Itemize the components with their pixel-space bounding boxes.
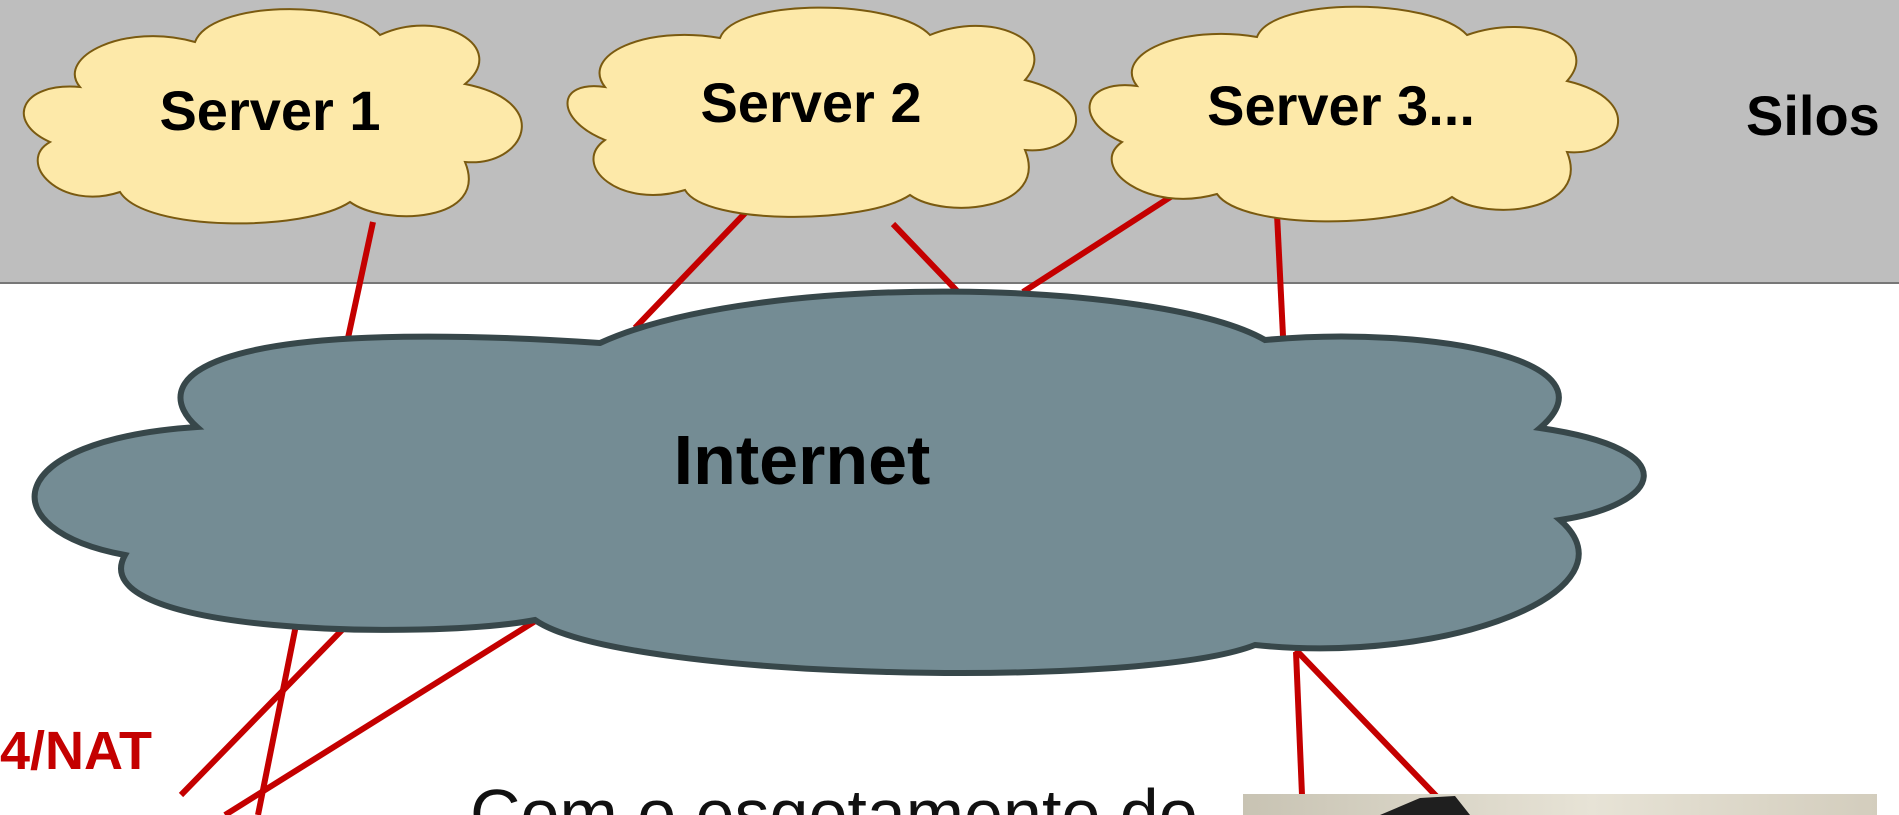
- server-1-label: Server 1: [159, 79, 380, 142]
- link-server3-internet-right: [1274, 213, 1286, 337]
- internet-cloud: Internet: [31, 288, 1647, 676]
- link-server1-internet: [345, 221, 376, 339]
- server-2-shape: [566, 6, 1078, 218]
- server-1-cloud: Server 1: [22, 8, 523, 225]
- link-server2-internet-left: [632, 207, 751, 331]
- server-3-label: Server 3...: [1207, 74, 1475, 137]
- server-1-shape: [22, 8, 523, 225]
- photo-dark-shape: [1380, 796, 1470, 815]
- server-2-label: Server 2: [700, 71, 921, 134]
- photo-thumbnail: [1243, 794, 1877, 815]
- photo-background: [1243, 794, 1877, 815]
- silos-label: Silos: [1746, 84, 1880, 147]
- link-internet-photo-b: [1293, 647, 1443, 803]
- server-3-shape: [1088, 5, 1620, 223]
- link-server2-internet-center: [890, 221, 961, 295]
- connection-links: [178, 193, 1443, 815]
- link-internet-client-a: [255, 624, 299, 815]
- server-2-cloud: Server 2: [566, 6, 1078, 218]
- internet-shape: [31, 288, 1647, 676]
- link-internet-photo-a: [1293, 651, 1305, 796]
- link-internet-client-b: [178, 627, 345, 798]
- internet-label: Internet: [674, 421, 931, 499]
- bottom-text: Com o esgotamento do: [470, 775, 1198, 815]
- nat-label: 4/NAT: [0, 721, 152, 781]
- link-server3-internet-center: [1021, 193, 1174, 295]
- link-internet-client-c: [223, 617, 539, 815]
- server-3-cloud: Server 3...: [1088, 5, 1620, 223]
